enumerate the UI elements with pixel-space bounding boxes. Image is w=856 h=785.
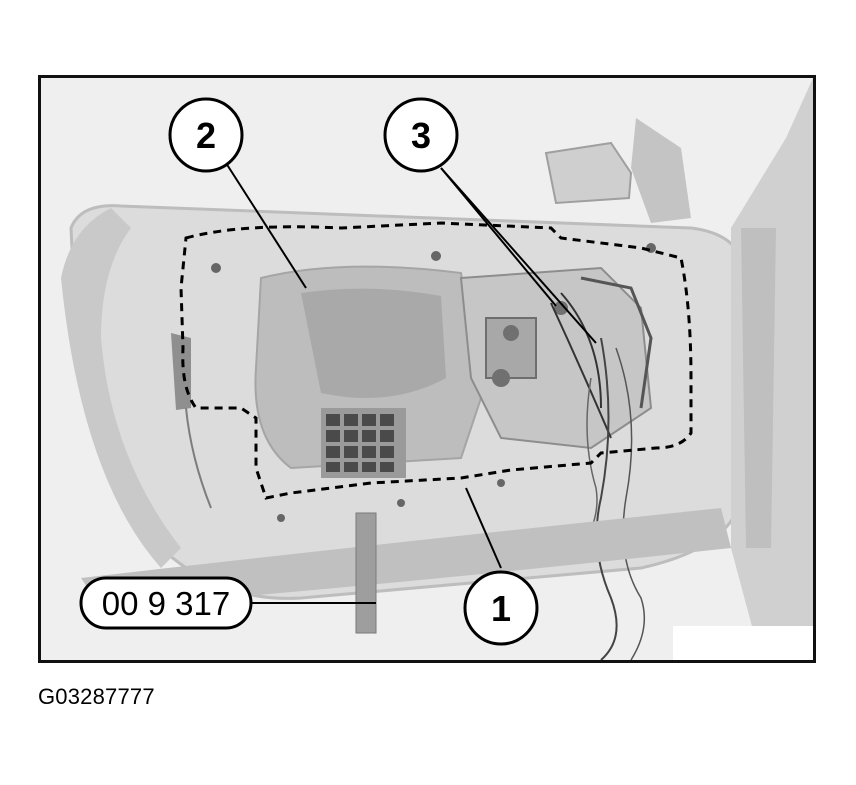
latch-rod (185, 407, 212, 509)
body-pillar-edge (741, 228, 776, 548)
side-mirror (544, 141, 633, 205)
carrier-outline-dashed (179, 221, 693, 500)
tool-label: 00 9 317 (79, 576, 253, 630)
tool-label-text: 00 9 317 (102, 585, 230, 622)
speaker-grille (321, 408, 406, 478)
callout-3: 3 (383, 97, 459, 173)
door-sill (81, 508, 731, 608)
inner-panel-recess (301, 288, 446, 398)
callout-2: 2 (168, 97, 244, 173)
corner-patch (673, 626, 813, 660)
leader-lines (225, 162, 597, 604)
callout-1-label: 1 (491, 588, 511, 629)
door-illustration: 2 3 1 00 9 317 (41, 78, 813, 660)
mirror-mount (631, 118, 691, 223)
callout-3-label: 3 (411, 115, 431, 156)
door-edge-left (61, 208, 181, 568)
callout-1: 1 (463, 570, 539, 646)
window-regulator (459, 266, 653, 450)
callout-2-label: 2 (196, 115, 216, 156)
figure-code: G03287777 (38, 684, 155, 709)
figure-frame: 2 3 1 00 9 317 (38, 75, 816, 663)
tool-pin (355, 512, 377, 634)
